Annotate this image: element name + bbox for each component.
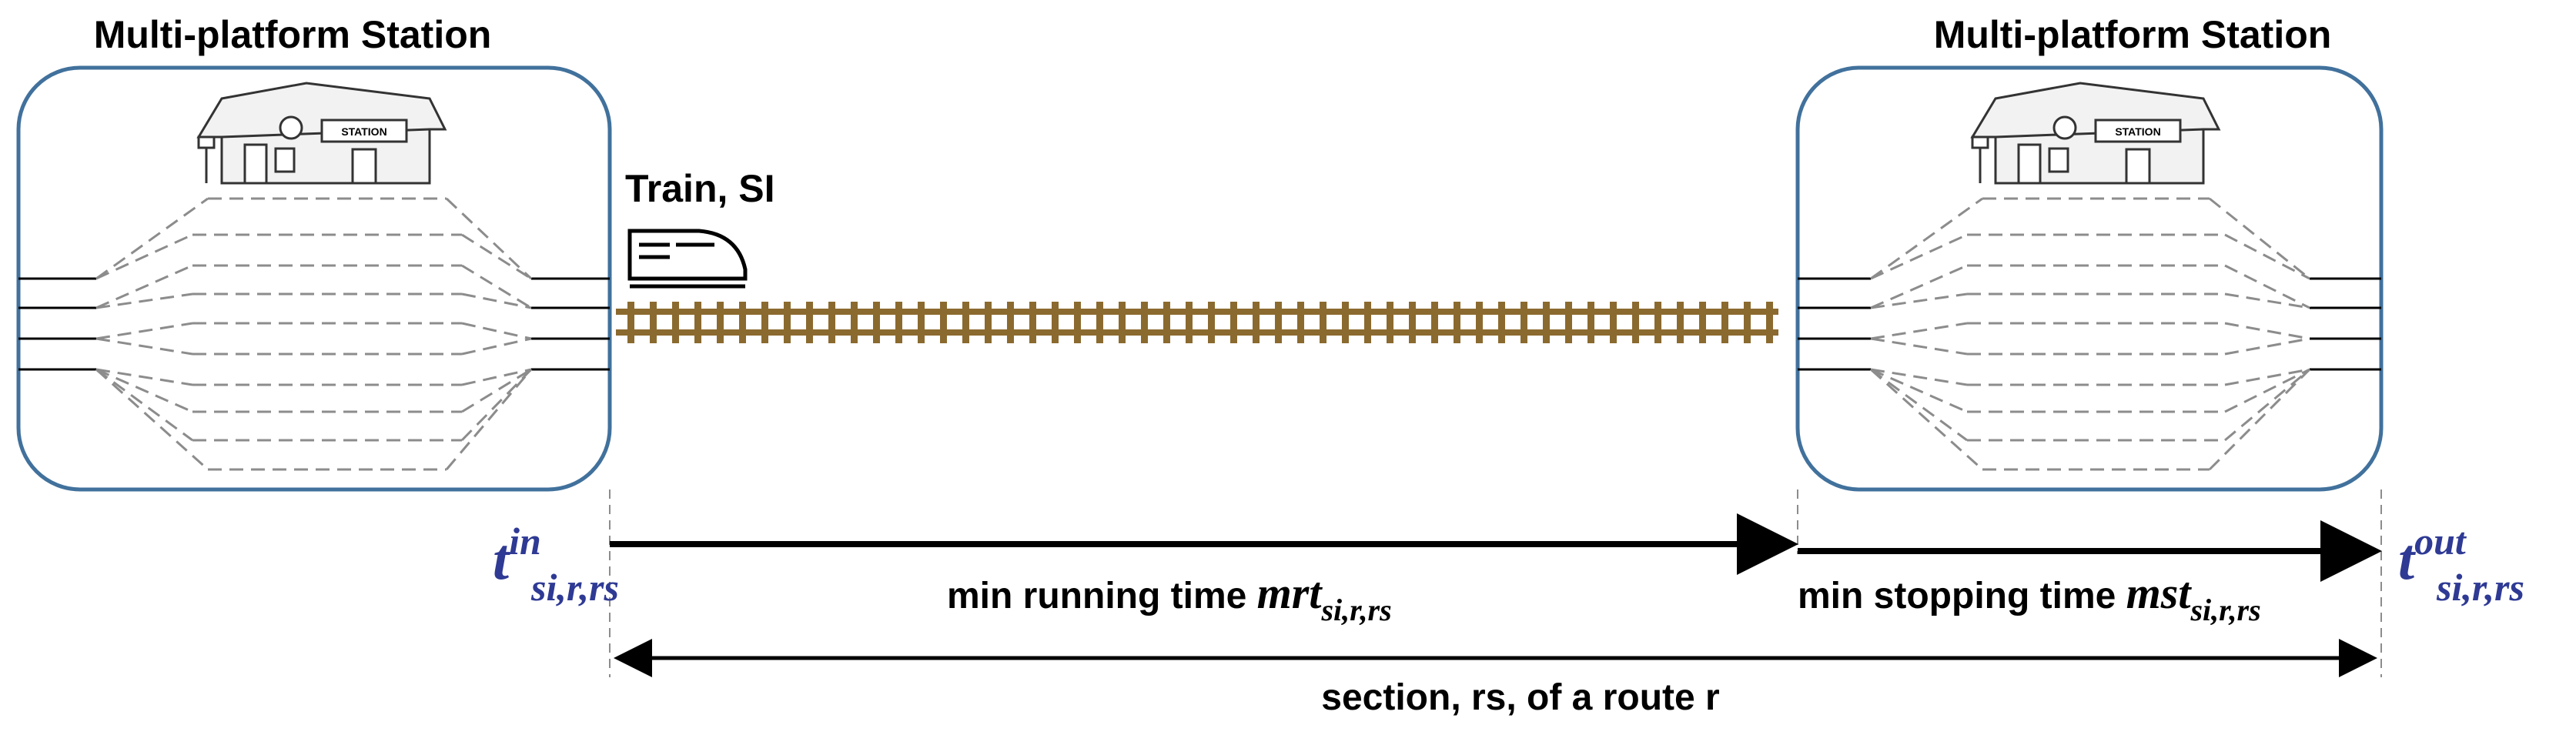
track-sleeper bbox=[1230, 302, 1237, 343]
track-sleeper bbox=[1476, 302, 1483, 343]
track-sleeper bbox=[1454, 302, 1460, 343]
running-time-label: min running time mrtsi,r,rs bbox=[947, 568, 1392, 627]
track-sleeper bbox=[1320, 302, 1326, 343]
track-sleeper bbox=[1587, 302, 1594, 343]
track-sleeper bbox=[1253, 302, 1260, 343]
track-sleeper bbox=[694, 302, 701, 343]
left-station-building-icon: STATION bbox=[196, 82, 447, 185]
section-label: section, rs, of a route r bbox=[1321, 677, 1719, 718]
track-sleeper bbox=[962, 302, 969, 343]
track-sleeper bbox=[1141, 302, 1148, 343]
right-station-platform-tracks bbox=[1869, 197, 2311, 471]
track-sleeper bbox=[918, 302, 925, 343]
left-station-title: Multi-platform Station bbox=[94, 13, 492, 56]
train-icon bbox=[627, 229, 748, 289]
track-sleeper bbox=[1543, 302, 1550, 343]
track-sleeper bbox=[672, 302, 679, 343]
right-station-title: Multi-platform Station bbox=[1934, 13, 2332, 56]
track-sleeper bbox=[717, 302, 724, 343]
track-sleeper bbox=[851, 302, 858, 343]
right-station-sign: STATION bbox=[2115, 125, 2160, 138]
track-sleeper bbox=[985, 302, 992, 343]
track-sleeper bbox=[1721, 302, 1728, 343]
track-sleeper bbox=[1208, 302, 1215, 343]
track-sleeper bbox=[1119, 302, 1126, 343]
track-sleeper bbox=[784, 302, 791, 343]
track-sleeper bbox=[1565, 302, 1572, 343]
left-station: Multi-platform Station STATION bbox=[16, 13, 612, 492]
track-sleeper bbox=[828, 302, 835, 343]
track-sleeper bbox=[1632, 302, 1639, 343]
track-sleeper bbox=[1297, 302, 1304, 343]
track-sleeper bbox=[1431, 302, 1438, 343]
right-station-building-icon: STATION bbox=[1970, 82, 2221, 185]
left-station-sign: STATION bbox=[341, 125, 386, 138]
track-sleeper bbox=[895, 302, 902, 343]
track-sleeper bbox=[1096, 302, 1103, 343]
stopping-time-label: min stopping time mstsi,r,rs bbox=[1798, 568, 2261, 627]
track-sleeper bbox=[1744, 302, 1751, 343]
track-sleeper bbox=[1409, 302, 1416, 343]
track-sleeper bbox=[1275, 302, 1282, 343]
track-sleeper bbox=[1521, 302, 1527, 343]
track-sleeper bbox=[739, 302, 746, 343]
track-sleeper bbox=[1074, 302, 1081, 343]
track-sleeper bbox=[1029, 302, 1036, 343]
track-sleeper bbox=[1387, 302, 1393, 343]
track-sleeper bbox=[1342, 302, 1349, 343]
track-sleeper bbox=[1052, 302, 1059, 343]
track-sleeper bbox=[806, 302, 813, 343]
track-sleeper bbox=[1498, 302, 1505, 343]
track-sleeper bbox=[1186, 302, 1193, 343]
right-station: Multi-platform Station STATION bbox=[1795, 13, 2384, 492]
track-sleeper bbox=[627, 302, 634, 343]
track-sleeper bbox=[1654, 302, 1661, 343]
track-sleepers bbox=[627, 302, 1773, 343]
train: Train, SI bbox=[625, 167, 775, 289]
track-sleeper bbox=[940, 302, 947, 343]
track-sleeper bbox=[650, 302, 657, 343]
track-sleeper bbox=[1699, 302, 1706, 343]
track-sleeper bbox=[761, 302, 768, 343]
track-sleeper bbox=[1677, 302, 1684, 343]
track-sleeper bbox=[1766, 302, 1773, 343]
track-sleeper bbox=[873, 302, 880, 343]
train-label: Train, SI bbox=[625, 167, 775, 210]
left-station-main-tracks bbox=[18, 277, 610, 371]
left-station-platform-tracks bbox=[95, 197, 533, 471]
right-station-main-tracks bbox=[1798, 277, 2381, 371]
track-sleeper bbox=[1610, 302, 1617, 343]
track-sleeper bbox=[1163, 302, 1170, 343]
track-sleeper bbox=[1364, 302, 1371, 343]
track-sleeper bbox=[1007, 302, 1014, 343]
railway-track bbox=[616, 302, 1778, 343]
